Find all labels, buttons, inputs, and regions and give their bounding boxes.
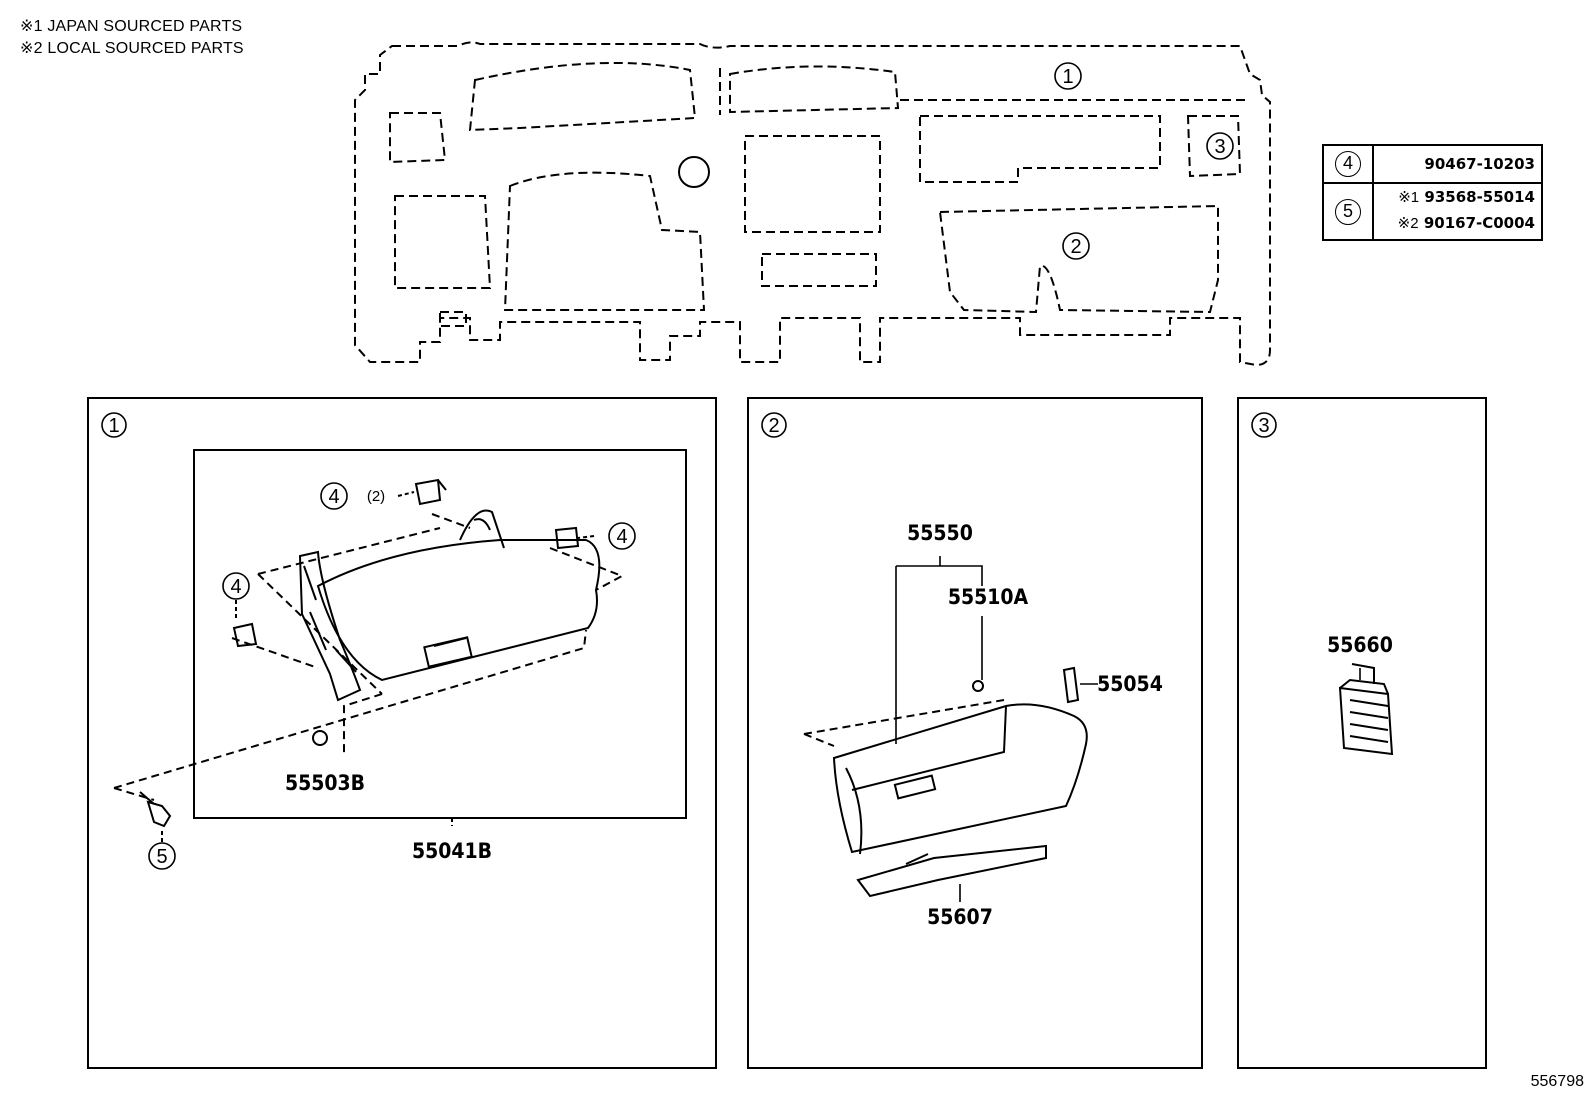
panel1-callout-4c: 4 [230,576,241,598]
legend-mark-2: ※2 [1397,215,1419,232]
panel3-callouts [1251,412,1277,438]
legend-value-5-local: 90167-C0004 [1423,214,1535,232]
screw-legend-table: 4 90467-10203 5 ※1 93568-55014 ※2 90167-… [1322,144,1543,241]
illustration-reference-code: 556798 [1530,1073,1584,1090]
part-55041B: 55041B [412,839,492,863]
part-55054: 55054 [1097,672,1163,696]
glove-box-illustration [832,666,1088,898]
panel1-callout-4a: 4 [328,486,339,508]
overview-callouts [1054,62,1234,260]
part-55550: 55550 [907,521,973,545]
japan-sourced-note: ※1 JAPAN SOURCED PARTS [20,18,243,35]
overview-callout-1: 1 [1062,66,1073,88]
overview-callout-2: 2 [1070,236,1081,258]
panel1-label: 1 [108,415,119,437]
overview-callout-3: 3 [1214,136,1225,158]
panel2-callouts [761,412,787,438]
register-illustration [1338,663,1394,756]
instrument-panel-overview [354,41,1271,367]
legend-key-5: 5 [1335,198,1361,225]
panel1-qty-note: (2) [367,488,385,505]
panel1-leader-lines [161,491,595,842]
panel3-label: 3 [1258,415,1269,437]
panel1-inner-frame [193,449,687,819]
part-55607: 55607 [927,905,993,929]
part-55660: 55660 [1327,633,1393,657]
legend-row-5: 5 ※1 93568-55014 ※2 90167-C0004 [1324,184,1541,239]
legend-row-4: 4 90467-10203 [1324,146,1541,184]
panel2-leader-dashes [803,699,1005,747]
panel1-leader-dashes [113,513,625,801]
legend-key-4: 4 [1335,151,1361,177]
panel1-callouts [101,412,636,870]
legend-value-5-japan: 93568-55014 [1424,188,1535,206]
clip-parts [139,478,580,828]
panel2-frame [747,397,1203,1069]
ignition-opening-outline [678,156,710,188]
panel1-callout-4b: 4 [616,526,627,548]
part-55510A: 55510A [948,585,1029,609]
part-55503B: 55503B [285,771,365,795]
panel3-frame [1237,397,1487,1069]
legend-mark-1: ※1 [1398,189,1420,206]
legend-value-4: 90467-10203 [1424,155,1535,173]
panel1-frame [87,397,717,1069]
glove-door-illustration [298,509,601,702]
panel1-callout-5: 5 [156,846,167,868]
panel2-leader-lines [895,556,1098,902]
panel2-label: 2 [768,415,779,437]
local-sourced-note: ※2 LOCAL SOURCED PARTS [20,40,244,57]
